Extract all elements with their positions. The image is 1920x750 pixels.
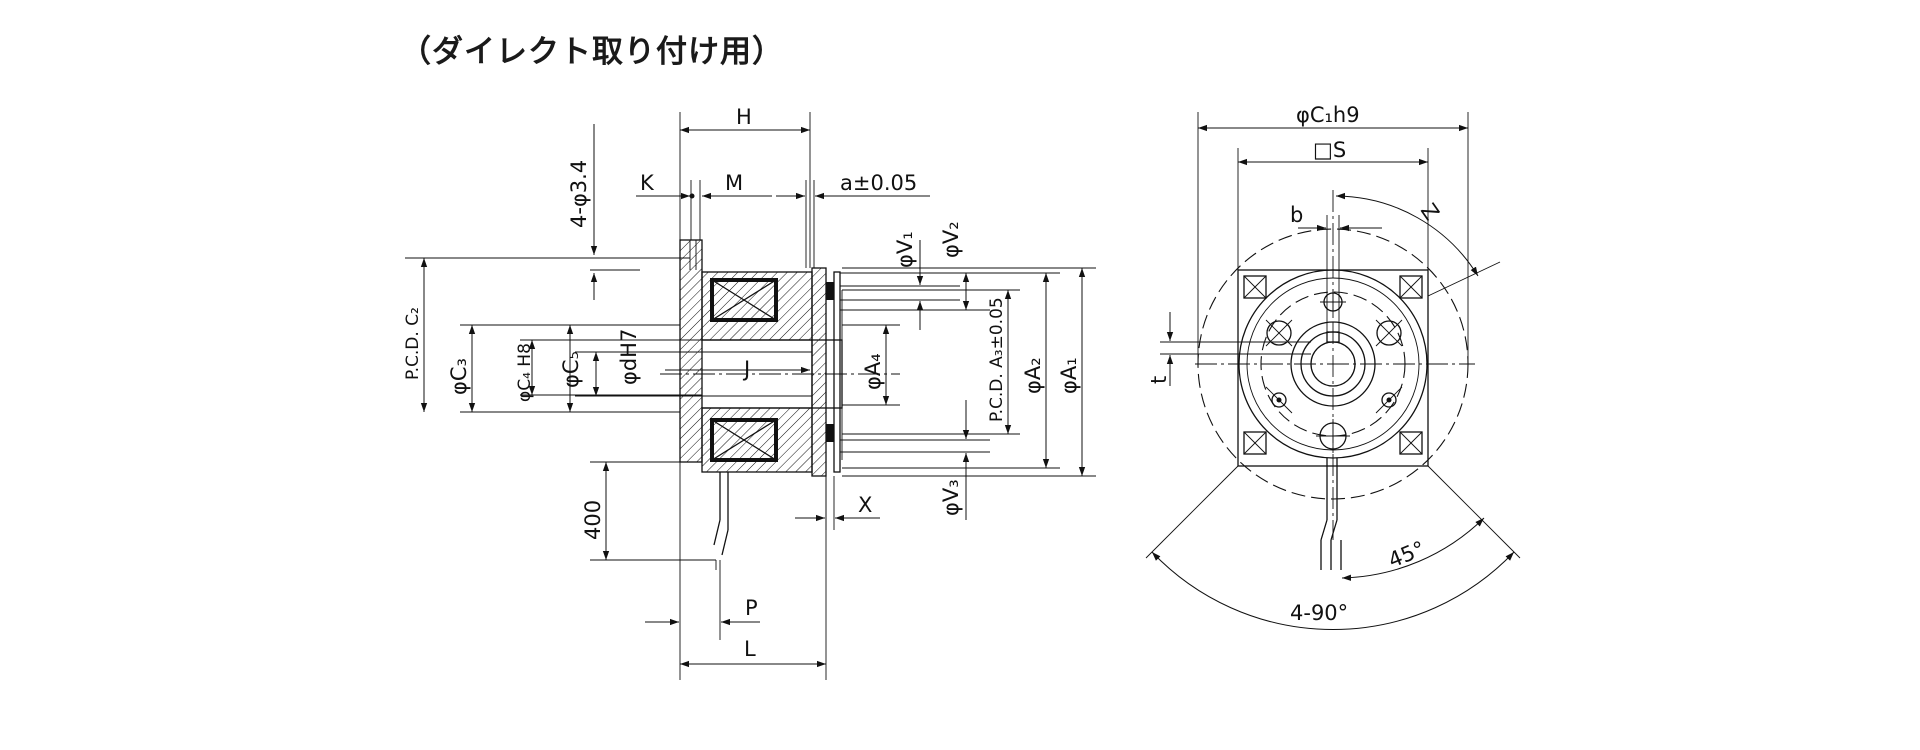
hole-label: 4-φ3.4	[567, 160, 591, 228]
phi-d-label: φdH7	[617, 329, 641, 385]
phi-a1-label: φA₁	[1057, 357, 1081, 394]
phi-a4-label: φA₄	[861, 353, 885, 390]
pcd-c2-label: P.C.D. C₂	[403, 307, 423, 380]
a-tol-label: a±0.05	[840, 171, 917, 195]
h-label: H	[736, 105, 752, 129]
phi-v3-label: φV₃	[939, 479, 963, 516]
page-title: （ダイレクト取り付け用）	[400, 34, 784, 70]
phi-c4-label: φC₄ H8	[515, 343, 535, 402]
angle-90-label: 4-90°	[1290, 601, 1348, 625]
phi-c3-label: φC₃	[447, 358, 471, 395]
p-label: P	[745, 596, 758, 620]
inner-holes	[1265, 289, 1403, 453]
phi-c5-label: φC₅	[559, 351, 583, 388]
phi-c1-label: φC₁h9	[1296, 103, 1360, 127]
square-s-label: □S	[1313, 138, 1346, 162]
t-label: t	[1147, 376, 1171, 384]
m-label: M	[725, 171, 743, 195]
j-label: J	[742, 357, 750, 381]
phi-a2-label: φA₂	[1021, 357, 1045, 394]
flange-hatch	[680, 240, 702, 462]
phi-v2-label: φV₂	[939, 221, 963, 258]
phi-v1-label: φV₁	[893, 231, 917, 268]
side-view: 4-φ3.4 P.C.D. C₂ φC₃ φC₄ H8 φC₅ φdH7 H	[403, 105, 1096, 680]
z-label: Z	[1416, 199, 1444, 225]
pcd-a3-label: P.C.D. A₃±0.05	[987, 297, 1007, 422]
front-view: φC₁h9 □S b Z t	[1145, 103, 1521, 630]
x-label: X	[858, 493, 872, 517]
angle-45-label: 45°	[1385, 536, 1429, 572]
lead-length-label: 400	[581, 500, 605, 540]
l-label: L	[744, 637, 756, 661]
corner-holes	[1243, 275, 1423, 455]
b-label: b	[1290, 203, 1303, 227]
k-label: K	[640, 171, 655, 195]
